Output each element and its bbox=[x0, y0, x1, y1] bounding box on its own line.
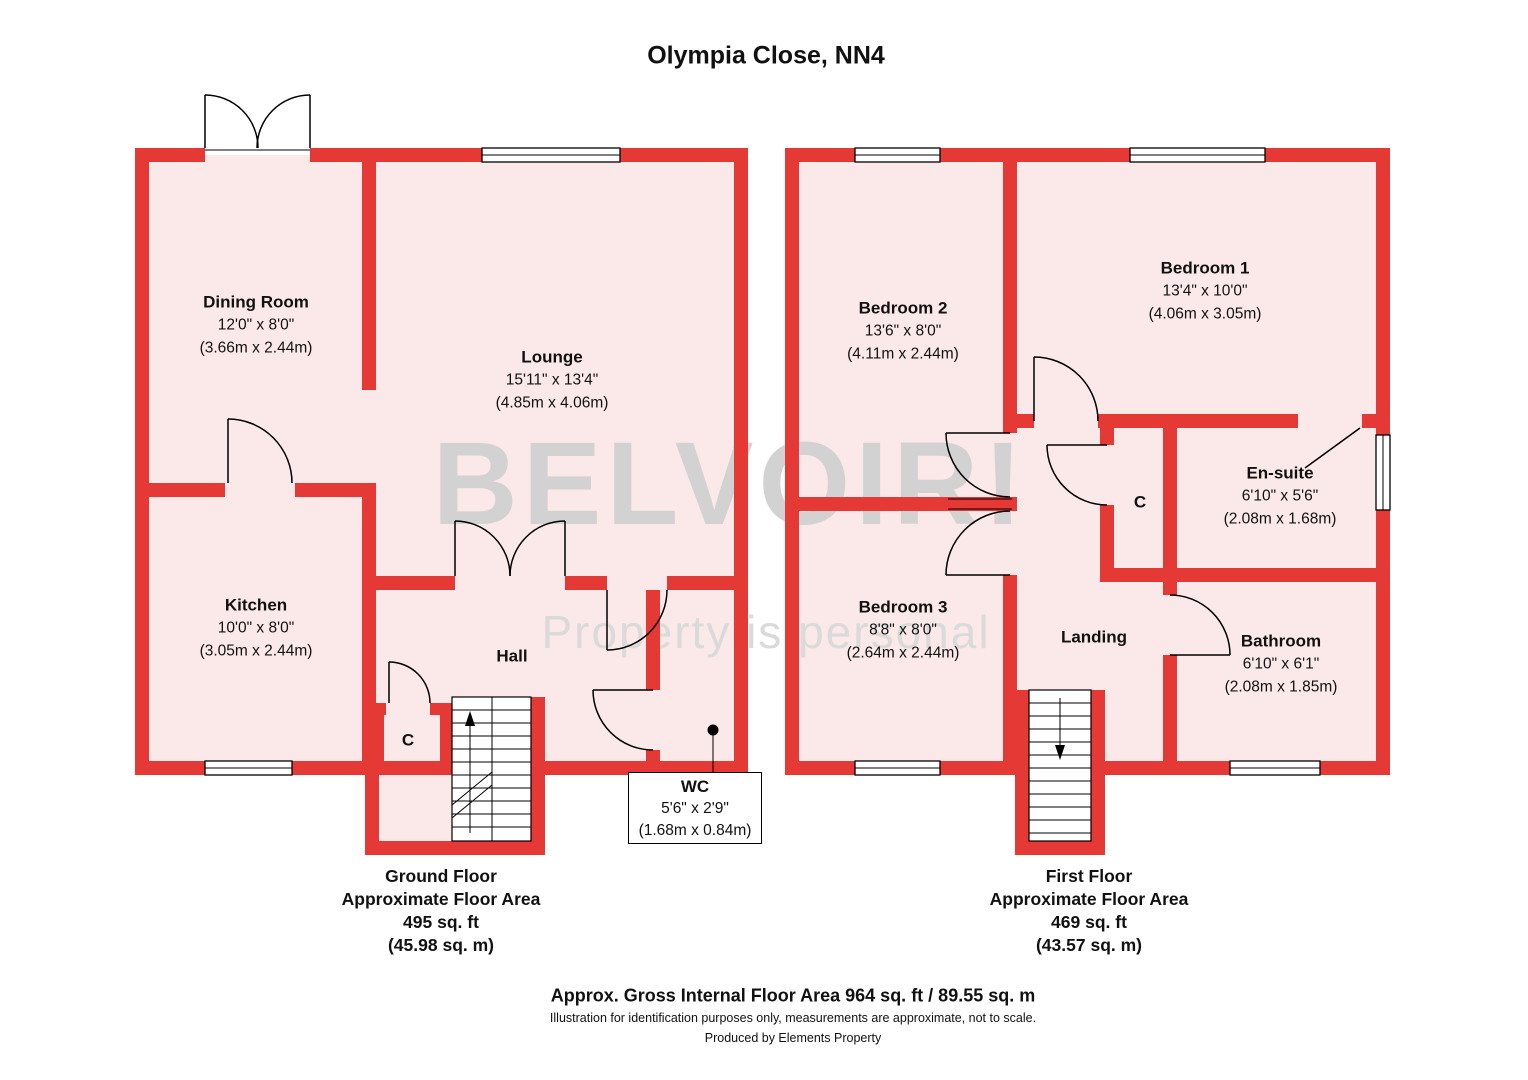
ground-floor-windows bbox=[204, 147, 621, 776]
caption-line: Ground Floor bbox=[385, 866, 497, 886]
first-floor-windows bbox=[854, 147, 1391, 776]
caption-line: 469 sq. ft bbox=[1051, 912, 1127, 932]
caption-line: (43.57 sq. m) bbox=[1035, 935, 1143, 955]
room-name: Bathroom bbox=[1240, 631, 1322, 651]
room-label-en-suite: En-suite 6'10" x 5'6" (2.08m x 1.68m) bbox=[1224, 462, 1337, 531]
room-dims-ft: 12'0" x 8'0" bbox=[217, 316, 295, 334]
room-dims-m: (3.66m x 2.44m) bbox=[199, 339, 313, 357]
room-dims-m: (4.06m x 3.05m) bbox=[1148, 305, 1262, 323]
first-floor-doors bbox=[945, 356, 1361, 656]
room-dims-m: (2.08m x 1.85m) bbox=[1224, 678, 1338, 696]
room-dims-ft: 5'6" x 2'9" bbox=[661, 800, 729, 817]
wc-callout-leader bbox=[707, 724, 719, 772]
room-name: C bbox=[401, 730, 415, 750]
room-dims-ft: 13'6" x 8'0" bbox=[864, 322, 942, 340]
ground-floor-stairs bbox=[451, 696, 532, 842]
caption-line: 495 sq. ft bbox=[403, 912, 479, 932]
room-dims-m: (2.64m x 2.44m) bbox=[846, 644, 960, 662]
room-label-cupboard-first: C bbox=[1134, 491, 1146, 514]
caption-line: Approximate Floor Area bbox=[341, 889, 541, 909]
first-floor-walls bbox=[785, 148, 1390, 855]
room-dims-ft: 13'4" x 10'0" bbox=[1162, 282, 1248, 300]
room-dims-ft: 8'8" x 8'0" bbox=[869, 621, 937, 639]
room-name: Bedroom 1 bbox=[1160, 258, 1250, 278]
room-name: Hall bbox=[496, 646, 528, 666]
gross-area-total: Approx. Gross Internal Floor Area 964 sq… bbox=[550, 985, 1036, 1006]
room-name: Bedroom 3 bbox=[858, 597, 948, 617]
room-label-landing: Landing bbox=[1061, 626, 1127, 649]
room-dims-m: (1.68m x 0.84m) bbox=[638, 822, 752, 839]
room-dims-m: (4.11m x 2.44m) bbox=[847, 345, 959, 363]
room-dims-m: (3.05m x 2.44m) bbox=[199, 642, 313, 660]
ground-floor-doors bbox=[204, 94, 668, 751]
room-name: Bedroom 2 bbox=[858, 298, 948, 318]
room-name: WC bbox=[680, 777, 710, 796]
disclaimer-text: Illustration for identification purposes… bbox=[549, 1011, 1037, 1025]
room-label-hall: Hall bbox=[496, 645, 527, 668]
wc-callout: WC 5'6" x 2'9" (1.68m x 0.84m) bbox=[628, 772, 762, 844]
room-dims-ft: 6'10" x 6'1" bbox=[1242, 655, 1320, 673]
caption-line: First Floor bbox=[1045, 866, 1133, 886]
caption-line: Approximate Floor Area bbox=[989, 889, 1189, 909]
first-floor-stairs bbox=[1028, 689, 1092, 842]
caption-line: (45.98 sq. m) bbox=[387, 935, 495, 955]
room-name: C bbox=[1133, 492, 1147, 512]
room-name: En-suite bbox=[1246, 463, 1314, 483]
room-label-bedroom-2: Bedroom 2 13'6" x 8'0" (4.11m x 2.44m) bbox=[847, 297, 959, 366]
ground-floor-caption: Ground Floor Approximate Floor Area 495 … bbox=[342, 865, 541, 957]
ground-floor-walls bbox=[135, 148, 748, 855]
room-label-cupboard-ground: C bbox=[402, 729, 414, 752]
room-name: Kitchen bbox=[224, 595, 288, 615]
room-dims-ft: 10'0" x 8'0" bbox=[217, 619, 295, 637]
room-name: Dining Room bbox=[203, 292, 309, 312]
watermark-brand: BELVOIR! bbox=[432, 418, 1028, 550]
room-name: Landing bbox=[1060, 627, 1128, 647]
room-dims-m: (2.08m x 1.68m) bbox=[1223, 510, 1337, 528]
room-dims-m: (4.85m x 4.06m) bbox=[495, 394, 609, 412]
producer-text: Produced by Elements Property bbox=[704, 1031, 882, 1045]
room-dims-ft: 15'11" x 13'4" bbox=[505, 371, 599, 389]
room-dims-ft: 6'10" x 5'6" bbox=[1241, 487, 1319, 505]
room-name: Lounge bbox=[521, 347, 583, 367]
page-title: Olympia Close, NN4 bbox=[647, 41, 885, 70]
room-label-lounge: Lounge 15'11" x 13'4" (4.85m x 4.06m) bbox=[496, 346, 609, 415]
room-label-bathroom: Bathroom 6'10" x 6'1" (2.08m x 1.85m) bbox=[1225, 630, 1338, 699]
room-label-bedroom-3: Bedroom 3 8'8" x 8'0" (2.64m x 2.44m) bbox=[847, 596, 960, 665]
room-label-kitchen: Kitchen 10'0" x 8'0" (3.05m x 2.44m) bbox=[200, 594, 313, 663]
first-floor-caption: First Floor Approximate Floor Area 469 s… bbox=[990, 865, 1189, 957]
room-label-bedroom-1: Bedroom 1 13'4" x 10'0" (4.06m x 3.05m) bbox=[1149, 257, 1262, 326]
room-label-dining-room: Dining Room 12'0" x 8'0" (3.66m x 2.44m) bbox=[200, 291, 313, 360]
